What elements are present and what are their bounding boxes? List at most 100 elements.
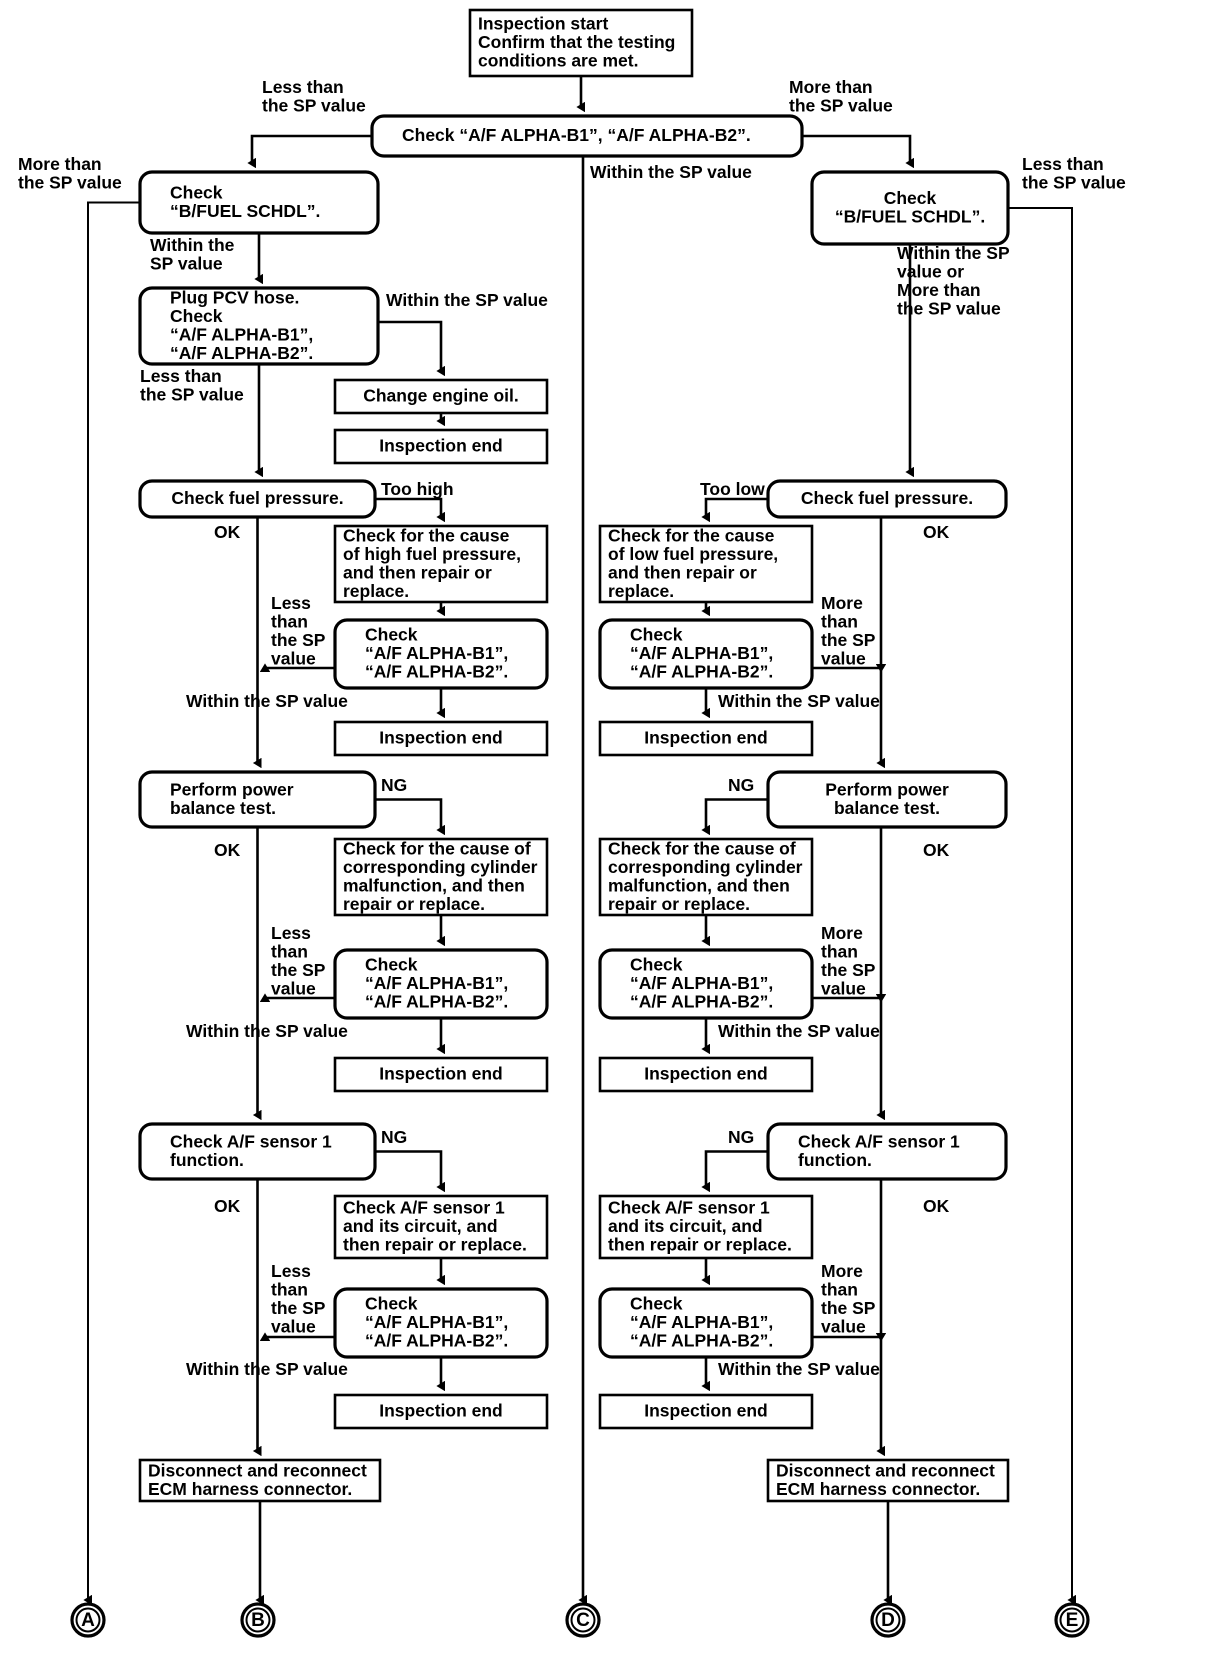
- edge-label-lbl_ng_r1: NG: [728, 775, 754, 795]
- node-box: [766, 1458, 1010, 1503]
- flow-node-r_end2[interactable]: Inspection end: [598, 720, 814, 757]
- terminal-e[interactable]: E: [1054, 1602, 1090, 1638]
- flow-node-l_af2[interactable]: Check“A/F ALPHA-B1”,“A/F ALPHA-B2”.: [333, 618, 549, 690]
- edge-label-lbl_ok_r3: OK: [923, 1196, 950, 1216]
- node-box: [138, 1458, 382, 1503]
- node-box: [333, 1056, 549, 1093]
- node-box: [598, 837, 814, 917]
- node-box: [333, 720, 549, 757]
- terminal-c[interactable]: C: [565, 1602, 601, 1638]
- flow-node-l_fuelpress[interactable]: Check fuel pressure.: [138, 479, 377, 519]
- flow-node-l_end3[interactable]: Inspection end: [333, 1056, 549, 1093]
- terminals-layer: A B C D E: [70, 1602, 1090, 1638]
- node-label: Check “A/F ALPHA-B1”, “A/F ALPHA-B2”.: [402, 125, 751, 145]
- node-label: Inspection end: [644, 1400, 767, 1420]
- flow-node-l_af3[interactable]: Check“A/F ALPHA-B1”,“A/F ALPHA-B2”.: [333, 948, 549, 1020]
- node-label: Inspection end: [379, 727, 502, 747]
- flow-node-r_end4[interactable]: Inspection end: [598, 1393, 814, 1430]
- terminal-b[interactable]: B: [240, 1602, 276, 1638]
- node-box: [333, 618, 549, 690]
- node-box: [598, 524, 814, 604]
- node-label: Check“A/F ALPHA-B1”,“A/F ALPHA-B2”.: [630, 1293, 773, 1350]
- edge-label-lbl_toohigh: Too high: [381, 479, 454, 499]
- flow-node-l_bfuel[interactable]: Check“B/FUEL SCHDL”.: [138, 170, 380, 235]
- connector: [375, 1150, 441, 1188]
- node-box: [333, 1194, 549, 1260]
- flow-node-check_af_top[interactable]: Check “A/F ALPHA-B1”, “A/F ALPHA-B2”.: [370, 114, 804, 158]
- terminal-inner-circle: [75, 1607, 101, 1633]
- node-label: Inspection end: [644, 1063, 767, 1083]
- node-label: Inspection end: [379, 1063, 502, 1083]
- flow-node-l_pcv[interactable]: Plug PCV hose.Check“A/F ALPHA-B1”,“A/F A…: [138, 286, 380, 366]
- node-label: Inspection end: [379, 1400, 502, 1420]
- edge-label-lbl_ok_l1: OK: [214, 522, 241, 542]
- terminal-inner-circle: [570, 1607, 596, 1633]
- flow-node-r_af3[interactable]: Check“A/F ALPHA-B1”,“A/F ALPHA-B2”.: [598, 948, 814, 1020]
- node-box: [766, 1122, 1008, 1181]
- edge-label-lbl_ok_r1: OK: [923, 522, 950, 542]
- edge-label-lbl_toolow: Too low: [700, 479, 765, 499]
- edge-label-lbl_within_l3: Within the SP value: [186, 1021, 348, 1041]
- node-box: [138, 170, 380, 235]
- terminal-d[interactable]: D: [870, 1602, 906, 1638]
- node-box: [333, 948, 549, 1020]
- flow-node-r_af4[interactable]: Check“A/F ALPHA-B1”,“A/F ALPHA-B2”.: [598, 1287, 814, 1359]
- flow-node-l_af4[interactable]: Check“A/F ALPHA-B1”,“A/F ALPHA-B2”.: [333, 1287, 549, 1359]
- edge-label-lbl_ng_r2: NG: [728, 1127, 754, 1147]
- flow-node-l_oil[interactable]: Change engine oil.: [333, 378, 549, 415]
- flow-node-r_af2[interactable]: Check“A/F ALPHA-B1”,“A/F ALPHA-B2”.: [598, 618, 814, 690]
- flow-node-l_end4[interactable]: Inspection end: [333, 1393, 549, 1430]
- terminal-a[interactable]: A: [70, 1602, 106, 1638]
- node-label: Check“A/F ALPHA-B1”,“A/F ALPHA-B2”.: [630, 624, 773, 681]
- node-label: Check“A/F ALPHA-B1”,“A/F ALPHA-B2”.: [365, 954, 508, 1011]
- node-box: [138, 479, 377, 519]
- terminal-letter: E: [1066, 1610, 1079, 1631]
- node-label: Inspection end: [644, 727, 767, 747]
- node-box: [598, 1194, 814, 1260]
- connector: [802, 134, 910, 163]
- flow-node-l_end2[interactable]: Inspection end: [333, 720, 549, 757]
- node-box: [598, 618, 814, 690]
- edge-label-lbl_ng_l1: NG: [381, 775, 407, 795]
- terminal-inner-circle: [245, 1607, 271, 1633]
- flow-node-r_fuelpress[interactable]: Check fuel pressure.: [766, 479, 1008, 519]
- flow-node-r_end3[interactable]: Inspection end: [598, 1056, 814, 1093]
- node-box: [766, 479, 1008, 519]
- node-label: Check fuel pressure.: [171, 488, 343, 508]
- node-label: Check“B/FUEL SCHDL”.: [835, 187, 985, 226]
- terminal-letter: B: [251, 1610, 265, 1631]
- edge-label-lbl_ng_l2: NG: [381, 1127, 407, 1147]
- terminal-inner-circle: [1059, 1607, 1085, 1633]
- terminal-inner-circle: [875, 1607, 901, 1633]
- flow-node-l_end1[interactable]: Inspection end: [333, 428, 549, 465]
- flow-node-r_bfuel[interactable]: Check“B/FUEL SCHDL”.: [810, 170, 1010, 246]
